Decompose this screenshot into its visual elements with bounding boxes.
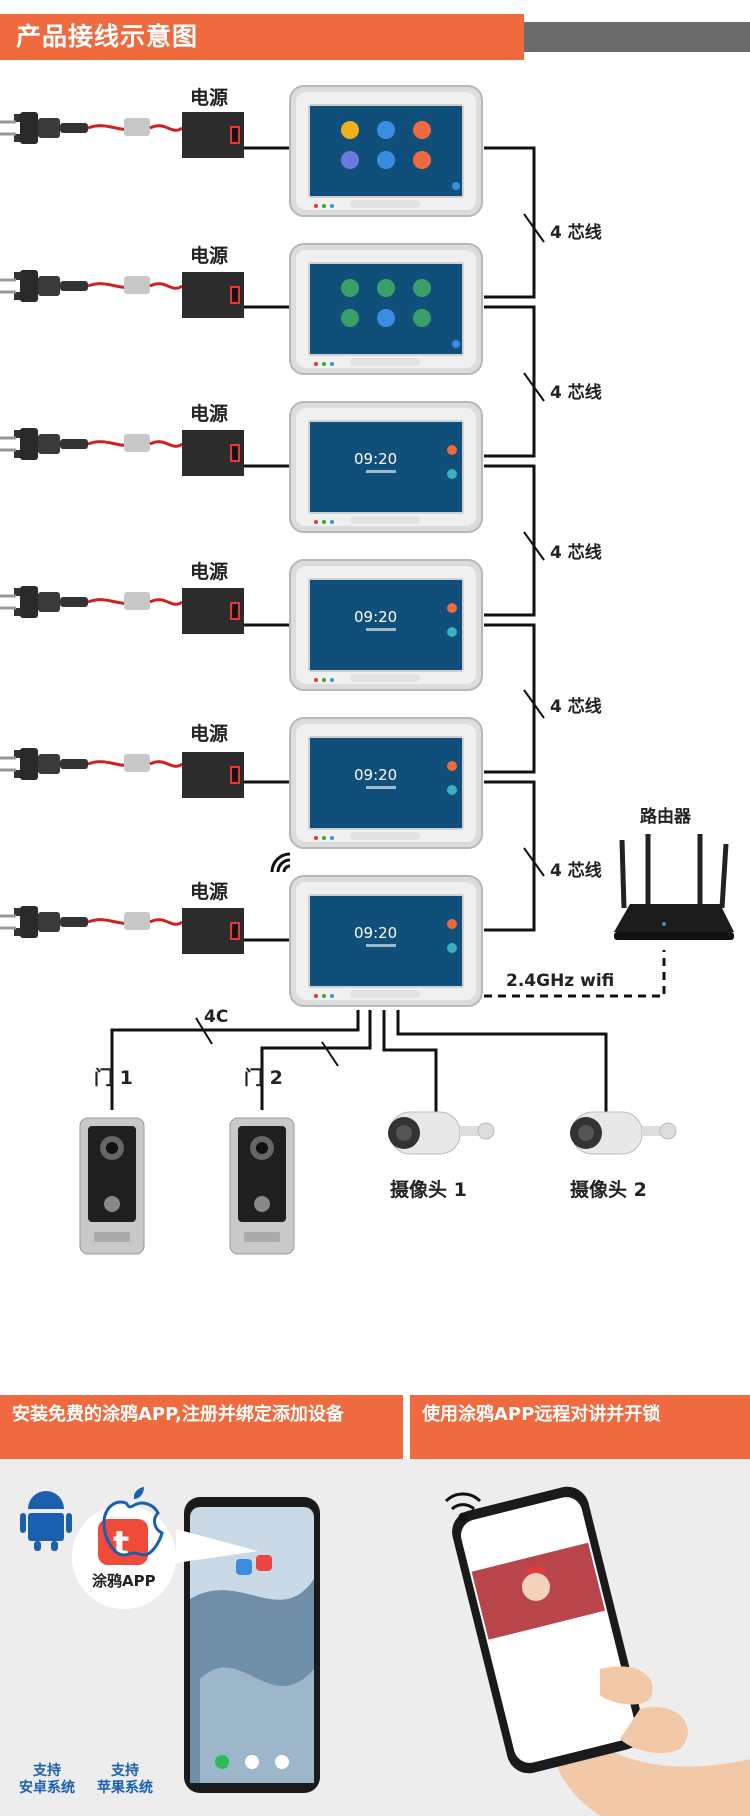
- android-support-line2: 安卓系统: [19, 1780, 75, 1796]
- door-station-2: [229, 1117, 295, 1255]
- wiring-diagram: 电源 电源 电源 电源 电源 电源 09:20: [0, 85, 734, 1255]
- monitor-3-time: 09:20: [354, 450, 397, 468]
- door-station-1: [79, 1117, 145, 1255]
- power-label-1: 电源: [190, 86, 228, 109]
- monitor-5-time: 09:20: [354, 766, 397, 784]
- wiring-lines: [110, 146, 608, 1112]
- ios-support-line2: 苹果系统: [97, 1780, 153, 1796]
- power-row-3: [0, 426, 244, 476]
- cable-label-5: 4 芯线: [550, 860, 602, 881]
- power-label-2: 电源: [190, 244, 228, 267]
- power-label-5: 电源: [190, 722, 228, 745]
- phone-wifi-icon: [444, 1492, 482, 1522]
- wifi-icon: [270, 852, 291, 873]
- cable-label-3: 4 芯线: [550, 542, 602, 563]
- monitor-4: 09:20: [289, 559, 483, 691]
- cable-label-4: 4 芯线: [550, 696, 602, 717]
- cable-label-1: 4 芯线: [550, 222, 602, 243]
- install-app-text: 安装免费的涂鸦APP,注册并绑定添加设备: [12, 1404, 344, 1425]
- camera-1-icon: [388, 1111, 495, 1155]
- apple-icon: [102, 1487, 164, 1557]
- remote-unlock-text: 使用涂鸦APP远程对讲并开锁: [422, 1404, 661, 1425]
- router-icon: [614, 834, 734, 940]
- monitor-6-time: 09:20: [354, 924, 397, 942]
- monitor-3: 09:20: [289, 401, 483, 533]
- camera-2-label: 摄像头 2: [570, 1178, 647, 1201]
- ios-support-line1: 支持: [111, 1763, 139, 1779]
- install-app-banner: 安装免费的涂鸦APP,注册并绑定添加设备: [0, 1395, 403, 1459]
- camera-2-icon: [570, 1111, 677, 1155]
- monitor-2: [289, 243, 483, 375]
- android-support-text: 支持 安卓系统: [12, 1763, 82, 1797]
- camera-1-label: 摄像头 1: [390, 1178, 467, 1201]
- android-support-line1: 支持: [33, 1763, 61, 1779]
- remote-unlock-banner: 使用涂鸦APP远程对讲并开锁: [410, 1395, 750, 1459]
- android-phone: [184, 1497, 320, 1793]
- monitor-5: 09:20: [289, 717, 483, 849]
- page-title: 产品接线示意图: [16, 22, 199, 51]
- power-label-4: 电源: [190, 560, 228, 583]
- ios-support-text: 支持 苹果系统: [90, 1763, 160, 1797]
- power-row-5: [0, 746, 244, 798]
- power-row-4: [0, 584, 244, 634]
- router-label: 路由器: [640, 806, 692, 827]
- power-row-2: [0, 268, 244, 318]
- android-icon: [20, 1491, 72, 1551]
- hand-phone: [452, 1486, 750, 1816]
- power-row-6: [0, 904, 244, 954]
- door-2-label: 门 2: [244, 1066, 283, 1089]
- door-1-label: 门 1: [94, 1066, 133, 1089]
- power-label-3: 电源: [190, 402, 228, 425]
- power-row-1: [0, 110, 244, 158]
- tuya-app-name: 涂鸦APP: [92, 1572, 156, 1590]
- monitor-1: [289, 85, 483, 217]
- cable-ticks: [195, 213, 545, 1067]
- header-gray-bar: [524, 22, 750, 52]
- app-bubble: t 涂鸦APP: [72, 1505, 258, 1609]
- cable-4c-label: 4C: [204, 1007, 228, 1027]
- wifi-label: 2.4GHz wifi: [506, 971, 614, 991]
- monitor-6: 09:20: [289, 875, 483, 1007]
- cable-label-2: 4 芯线: [550, 382, 602, 403]
- app-promo-graphics: t 涂鸦APP: [20, 1486, 750, 1816]
- tuya-logo-letter: t: [113, 1524, 129, 1564]
- wifi-link-line: [484, 950, 666, 998]
- header-bar: [0, 14, 524, 60]
- power-label-6: 电源: [190, 880, 228, 903]
- monitor-4-time: 09:20: [354, 608, 397, 626]
